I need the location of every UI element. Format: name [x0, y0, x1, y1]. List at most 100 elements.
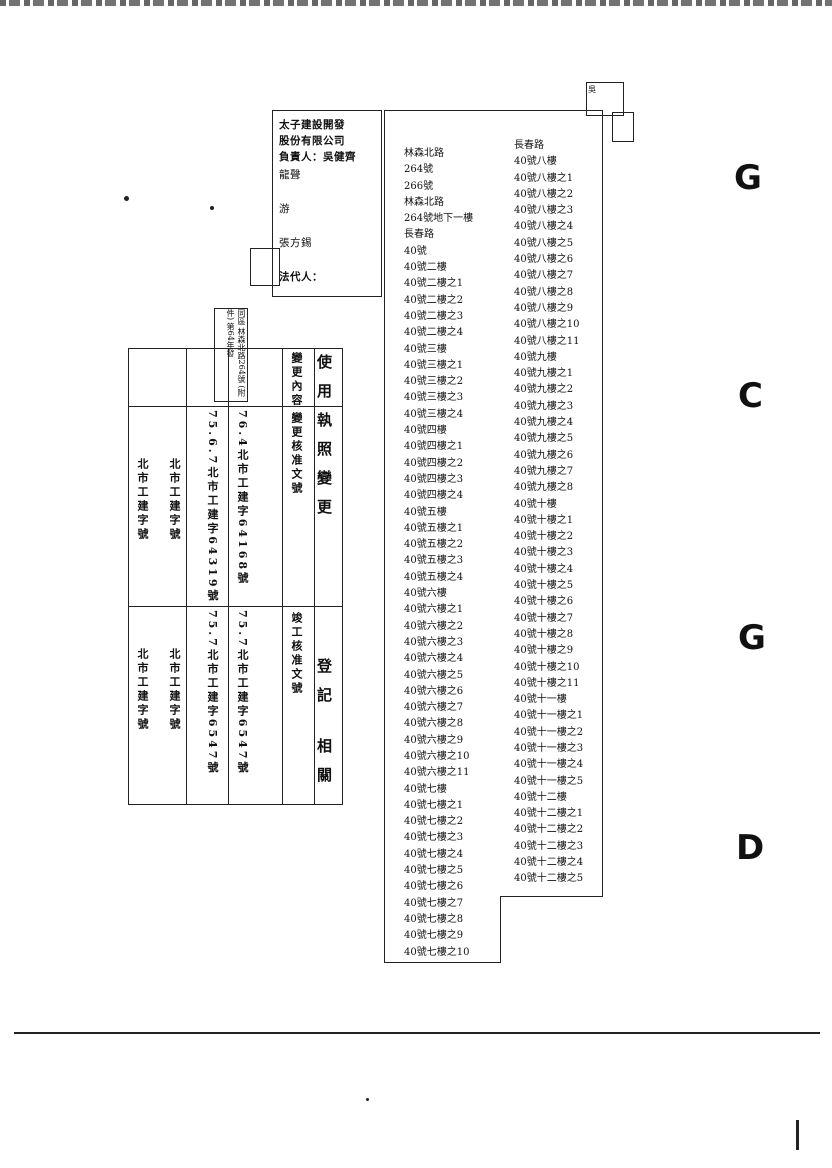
address-entry: 40號八樓之9	[514, 302, 574, 314]
address-entry: 40號六樓之3	[404, 636, 464, 648]
address-entry: 40號七樓之10	[404, 946, 470, 958]
owner-line-3: 負責人：吳健齊	[279, 151, 356, 163]
address-entry: 40號十樓之9	[514, 645, 574, 657]
address-entry: 40號十一樓之1	[514, 710, 584, 722]
col-header-content: 變更內容	[290, 352, 303, 408]
address-entry: 40號六樓之9	[404, 734, 464, 746]
address-entry: 40號五樓之2	[404, 539, 464, 551]
address-entry: 40號十二樓之5	[514, 873, 584, 885]
address-frame-left	[384, 110, 385, 962]
table-title-far: 相關	[315, 738, 333, 796]
address-entry: 40號十一樓	[514, 694, 567, 706]
seal-stamp: 吳	[586, 82, 624, 116]
row1-completion: 75.7北市工建字6547號	[236, 610, 249, 776]
address-entry: 40號	[404, 245, 427, 257]
address-entry: 40號十一樓之5	[514, 775, 584, 787]
address-entry: 長春路	[514, 140, 544, 151]
address-entry: 40號十一樓之4	[514, 759, 584, 771]
address-entry: 40號四樓之3	[404, 473, 464, 485]
address-entry: 40號五樓之3	[404, 555, 464, 567]
scan-edge-mark	[796, 1120, 799, 1150]
address-entry: 40號十樓之1	[514, 514, 574, 526]
owner-line-4: 龍聲	[279, 169, 301, 181]
address-entry: 40號九樓之5	[514, 433, 574, 445]
address-entry: 40號十樓之5	[514, 580, 574, 592]
address-entry: 40號六樓之8	[404, 718, 464, 730]
address-entry: 40號七樓之3	[404, 832, 464, 844]
owner-info-box: 太子建設開發 股份有限公司 負責人：吳健齊 龍聲 游 張方錫 法代人：	[272, 110, 382, 297]
address-entry: 40號十樓之10	[514, 661, 580, 673]
address-entry: 林森北路	[404, 196, 444, 208]
address-entry: 40號六樓之2	[404, 620, 464, 632]
address-entry: 長春路	[404, 229, 434, 241]
punch-hole-mark-3: G	[738, 618, 766, 658]
address-entry: 40號十一樓之3	[514, 742, 584, 754]
address-entry: 40號六樓之5	[404, 669, 464, 681]
address-entry: 40號七樓之7	[404, 897, 464, 909]
address-entry: 40號十二樓之2	[514, 824, 584, 836]
address-entry: 40號九樓之8	[514, 482, 574, 494]
punch-hole-mark-1: G	[734, 158, 762, 198]
address-frame-step-h	[500, 896, 603, 897]
address-entry: 40號六樓之6	[404, 685, 464, 697]
row2-approval: 75.6.7北市工建字64319號	[206, 410, 219, 604]
address-entry: 40號十二樓	[514, 791, 567, 803]
address-entry: 40號八樓	[514, 156, 557, 168]
side-stamp	[250, 248, 280, 286]
address-entry: 264號	[404, 164, 434, 176]
handwritten-note: 同區 林森北路264號 (附件) 第64年發	[214, 308, 248, 402]
address-frame-step-v	[500, 896, 501, 962]
scan-top-border	[0, 0, 832, 6]
address-entry: 40號八樓之6	[514, 254, 574, 266]
address-frame-top	[384, 110, 602, 111]
address-entry: 40號七樓之1	[404, 799, 464, 811]
scan-speck	[366, 1098, 369, 1101]
address-entry: 40號六樓之1	[404, 604, 464, 616]
address-entry: 40號八樓之5	[514, 237, 574, 249]
address-entry: 40號十樓之2	[514, 531, 574, 543]
address-entry: 40號六樓之11	[404, 767, 470, 779]
address-entry: 40號九樓	[514, 351, 557, 363]
row2-completion: 75.7北市工建字6547號	[206, 610, 219, 776]
address-entry: 264號地下一樓	[404, 213, 474, 225]
owner-line-5: 游	[279, 203, 290, 215]
address-entry: 40號七樓之5	[404, 865, 464, 877]
address-entry: 40號十樓之3	[514, 547, 574, 559]
address-entry: 40號七樓之8	[404, 913, 464, 925]
address-entry: 40號七樓之4	[404, 848, 464, 860]
address-entry: 40號六樓之10	[404, 750, 470, 762]
address-entry: 40號十樓之8	[514, 628, 574, 640]
col-header-approval: 變更核准文號	[290, 412, 303, 496]
address-entry: 40號五樓	[404, 506, 447, 518]
address-entry: 40號十樓之7	[514, 612, 574, 624]
address-entry: 40號八樓之3	[514, 205, 574, 217]
address-entry: 40號三樓之4	[404, 408, 464, 420]
address-entry: 40號十樓之11	[514, 677, 580, 689]
seal-stamp-small	[612, 112, 634, 142]
owner-line-2: 股份有限公司	[279, 135, 345, 147]
address-entry: 40號七樓之6	[404, 881, 464, 893]
owner-line-7: 法代人：	[279, 271, 323, 283]
address-entry: 40號十樓	[514, 498, 557, 510]
address-entry: 40號七樓	[404, 783, 447, 795]
address-entry: 40號八樓之8	[514, 286, 574, 298]
address-entry: 40號十二樓之4	[514, 857, 584, 869]
row3-completion: 北市工建字號	[168, 648, 181, 732]
col-header-completion: 竣工核准文號	[290, 612, 303, 696]
address-entry: 40號十樓之6	[514, 596, 574, 608]
address-entry: 林森北路	[404, 148, 444, 159]
address-entry: 40號二樓	[404, 262, 447, 274]
row1-approval: 76.4北市工建字64168號	[236, 410, 249, 587]
license-change-table: 使用執照變更 登記 相關 變更內容 變更核准文號 竣工核准文號 76.4北市工建…	[128, 348, 346, 808]
address-entry: 40號六樓之4	[404, 653, 464, 665]
table-title-right: 登記	[315, 658, 333, 716]
scan-speck	[124, 196, 129, 201]
address-entry: 40號四樓之2	[404, 457, 464, 469]
address-entry: 40號十二樓之3	[514, 840, 584, 852]
row4-approval: 北市工建字號	[136, 458, 149, 542]
address-frame-bottom	[384, 962, 501, 963]
address-entry: 40號九樓之3	[514, 400, 574, 412]
scan-speck	[210, 206, 214, 210]
address-entry: 40號六樓之7	[404, 702, 464, 714]
